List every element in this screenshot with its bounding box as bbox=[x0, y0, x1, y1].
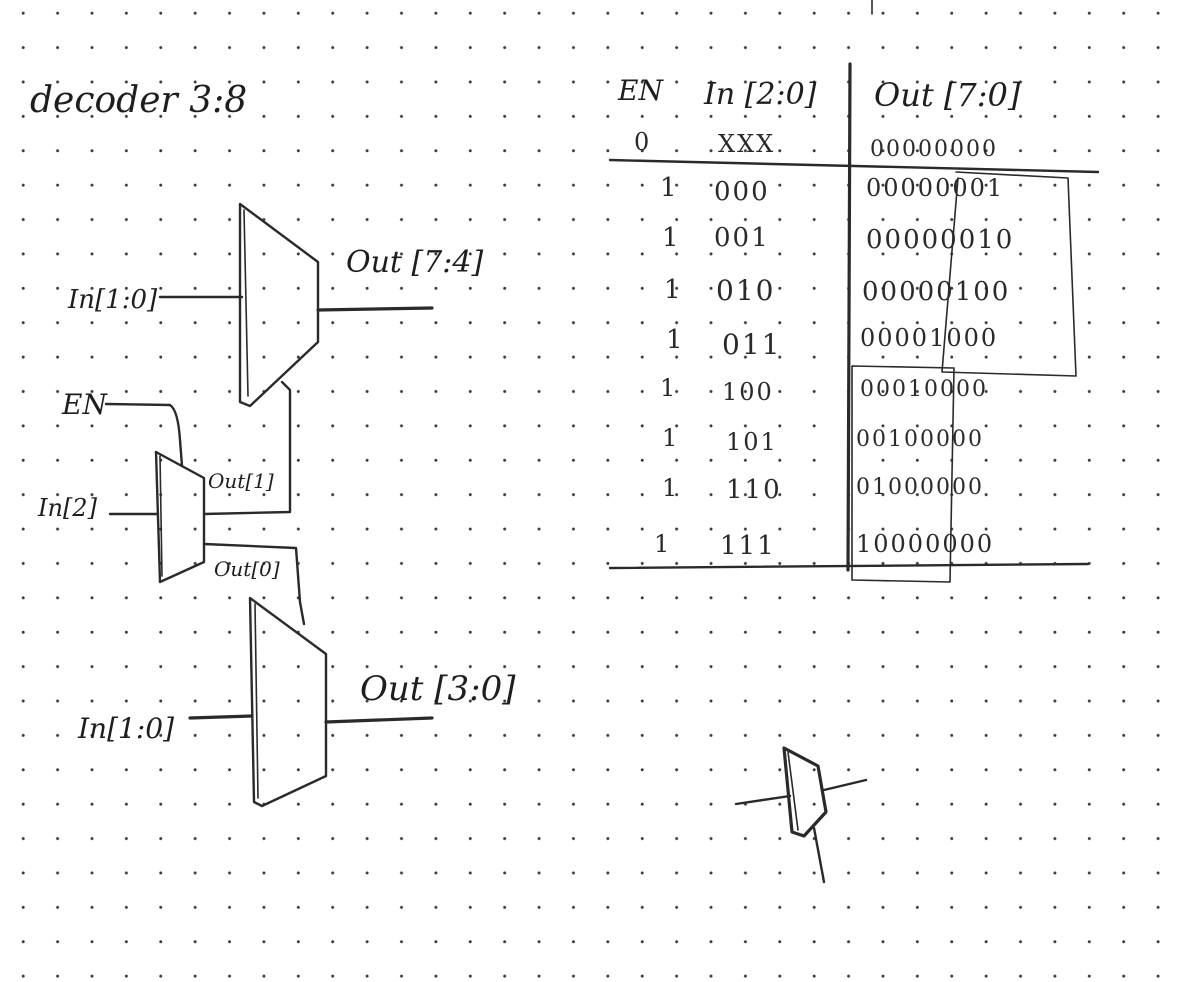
table-row: 1 001 00000010 bbox=[662, 223, 1014, 255]
svg-text:111: 111 bbox=[720, 531, 776, 561]
svg-text:00000010: 00000010 bbox=[866, 225, 1014, 255]
mid-demux bbox=[154, 450, 206, 584]
svg-text:00000100: 00000100 bbox=[862, 277, 1010, 307]
header-in: In [2:0] bbox=[703, 77, 817, 112]
mid-out1-label: Out[1] bbox=[208, 469, 274, 493]
mid-input-label: In[2] bbox=[37, 494, 98, 522]
svg-text:010: 010 bbox=[716, 274, 775, 307]
bottom-demux bbox=[248, 596, 328, 808]
svg-text:000: 000 bbox=[714, 177, 770, 207]
table-row: 0 XXX 00000000 bbox=[634, 128, 998, 162]
mid-out0-wire bbox=[202, 542, 306, 626]
mid-out0-label: Out[0] bbox=[214, 557, 280, 581]
small-mux-sketch bbox=[734, 746, 868, 884]
table-row: 1 110 01000000 bbox=[662, 474, 984, 505]
bottom-input-wire bbox=[188, 714, 254, 720]
svg-text:XXX: XXX bbox=[718, 130, 775, 158]
svg-text:1: 1 bbox=[666, 325, 685, 355]
table-row: 1 100 00010000 bbox=[660, 374, 988, 406]
svg-text:1: 1 bbox=[662, 223, 681, 253]
svg-text:1: 1 bbox=[660, 374, 677, 402]
table-row: 1 101 00100000 bbox=[662, 424, 984, 456]
svg-text:100: 100 bbox=[722, 378, 774, 406]
svg-text:00000001: 00000001 bbox=[866, 174, 1004, 202]
svg-text:10000000: 10000000 bbox=[856, 530, 994, 558]
top-demux bbox=[238, 202, 320, 408]
svg-text:01000000: 01000000 bbox=[856, 475, 984, 500]
top-input-label: In[1:0] bbox=[67, 285, 158, 315]
svg-text:1: 1 bbox=[664, 275, 683, 305]
top-output-label: Out [7:4] bbox=[346, 245, 483, 280]
enable-wire bbox=[104, 402, 184, 468]
bottom-input-label: In[1:0] bbox=[77, 712, 174, 745]
svg-text:00010000: 00010000 bbox=[860, 377, 988, 402]
header-out: Out [7:0] bbox=[874, 76, 1021, 114]
svg-text:0: 0 bbox=[634, 128, 651, 156]
svg-text:00001000: 00001000 bbox=[860, 324, 998, 352]
truth-table: EN In [2:0] Out [7:0] 0 XXX 00000000 1 0… bbox=[608, 0, 1100, 583]
table-row: 1 000 00000001 bbox=[660, 173, 1004, 207]
svg-text:00000000: 00000000 bbox=[870, 137, 998, 162]
svg-text:011: 011 bbox=[722, 328, 781, 361]
svg-text:00100000: 00100000 bbox=[856, 427, 984, 452]
table-row: 1 011 00001000 bbox=[666, 324, 998, 361]
title: decoder 3:8 bbox=[30, 80, 247, 121]
bottom-output-wire bbox=[324, 716, 434, 724]
mid-out1-wire bbox=[202, 380, 292, 516]
svg-text:101: 101 bbox=[726, 428, 778, 456]
bottom-output-label: Out [3:0] bbox=[360, 669, 516, 709]
table-row: 1 010 00000100 bbox=[664, 274, 1010, 307]
table-row: 1 111 10000000 bbox=[654, 530, 994, 561]
svg-text:110: 110 bbox=[726, 475, 782, 505]
header-en: EN bbox=[617, 74, 664, 107]
svg-text:1: 1 bbox=[654, 530, 671, 558]
enable-label: EN bbox=[61, 388, 108, 421]
svg-text:001: 001 bbox=[714, 223, 770, 253]
svg-text:1: 1 bbox=[662, 424, 679, 452]
top-output-wire bbox=[316, 306, 434, 312]
svg-text:1: 1 bbox=[662, 474, 679, 502]
svg-text:1: 1 bbox=[660, 173, 679, 203]
